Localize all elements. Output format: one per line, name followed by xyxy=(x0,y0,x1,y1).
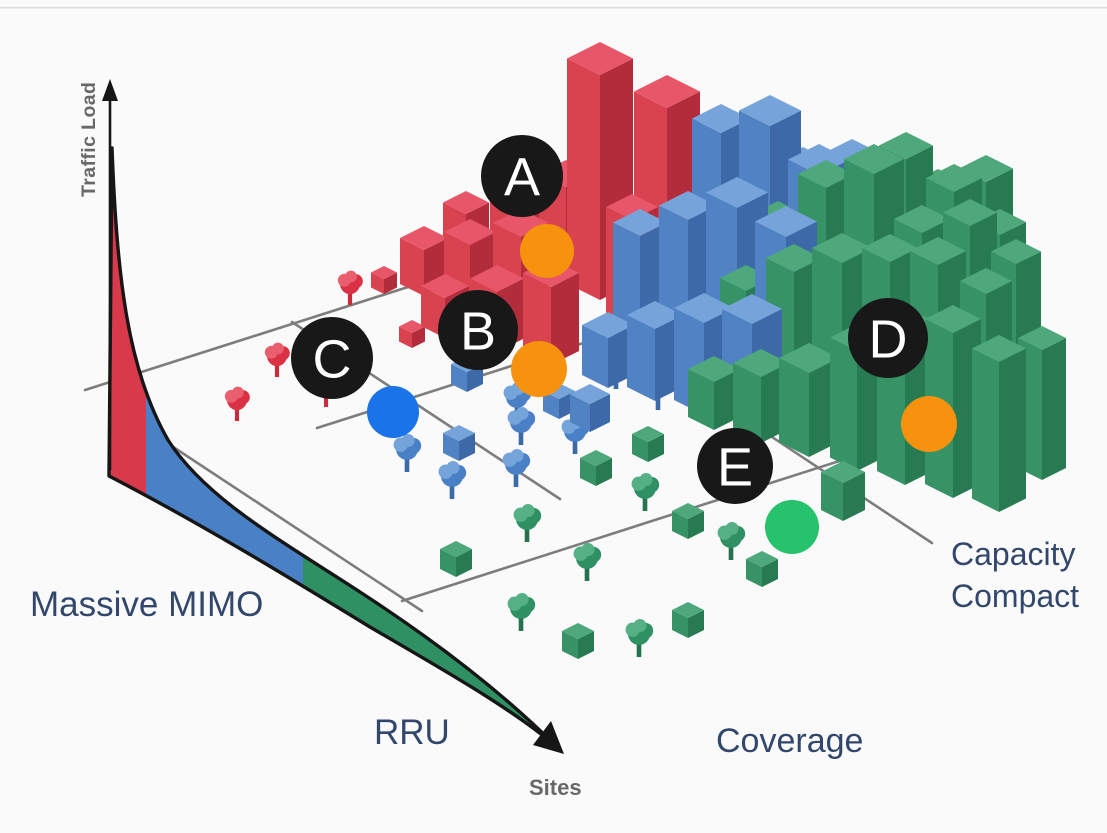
house xyxy=(399,320,425,348)
tree xyxy=(625,618,654,657)
tree xyxy=(631,472,660,511)
house xyxy=(440,541,472,577)
marker-b: B xyxy=(438,290,567,397)
house xyxy=(672,503,704,539)
zone-label-rru: RRU xyxy=(374,713,450,752)
marker-letter: E xyxy=(717,437,753,497)
marker-letter: C xyxy=(313,329,352,389)
tree xyxy=(337,270,363,305)
markers: A B C D E xyxy=(291,135,957,554)
tree xyxy=(507,592,536,631)
y-axis-label: Traffic Load xyxy=(78,82,100,197)
marker-c: C xyxy=(291,317,419,438)
blue-building xyxy=(570,384,610,432)
sites-arrow-icon xyxy=(533,721,564,754)
zone-label-capacity: Capacity xyxy=(951,536,1076,572)
y-axis-arrow-icon xyxy=(102,79,118,101)
green-building xyxy=(688,356,740,430)
top-border xyxy=(0,7,1107,9)
x-axis-label: Sites xyxy=(529,775,582,800)
green-building xyxy=(972,335,1026,512)
zone-label-massive-mimo: Massive MIMO xyxy=(30,585,263,624)
house xyxy=(562,623,594,659)
green-building xyxy=(821,461,865,521)
tree xyxy=(507,406,536,445)
marker-dot xyxy=(765,500,819,554)
house xyxy=(672,602,704,638)
grid-line xyxy=(150,431,424,613)
marker-d: D xyxy=(848,298,957,452)
tree xyxy=(717,521,746,560)
marker-dot xyxy=(367,386,419,438)
marker-circle xyxy=(848,298,928,378)
tree xyxy=(502,448,531,487)
tree xyxy=(393,433,422,472)
house xyxy=(443,425,475,461)
house xyxy=(371,266,397,294)
tree xyxy=(264,342,290,377)
marker-dot xyxy=(901,396,957,452)
marker-e: E xyxy=(697,428,819,554)
marker-letter: D xyxy=(869,309,908,369)
tree xyxy=(438,460,467,499)
house xyxy=(746,551,778,587)
red-building xyxy=(400,226,448,296)
marker-circle xyxy=(697,428,773,504)
tree xyxy=(513,503,542,542)
marker-dot xyxy=(520,224,574,278)
house xyxy=(580,450,612,486)
tree xyxy=(573,542,602,581)
tree xyxy=(224,386,250,421)
curve-outline xyxy=(107,146,559,749)
green-building xyxy=(733,349,789,443)
labels: Traffic Load Sites Massive MIMO RRU Cove… xyxy=(30,82,1079,800)
marker-letter: A xyxy=(504,147,540,207)
marker-letter: B xyxy=(460,301,496,361)
marker-a: A xyxy=(481,135,574,278)
marker-dot xyxy=(511,341,567,397)
marker-circle xyxy=(291,317,373,399)
marker-circle xyxy=(481,135,563,217)
house xyxy=(632,426,664,462)
zone-label-compact: Compact xyxy=(951,578,1079,614)
zone-label-coverage: Coverage xyxy=(716,722,863,760)
marker-circle xyxy=(438,290,518,370)
blue-building xyxy=(582,312,634,388)
